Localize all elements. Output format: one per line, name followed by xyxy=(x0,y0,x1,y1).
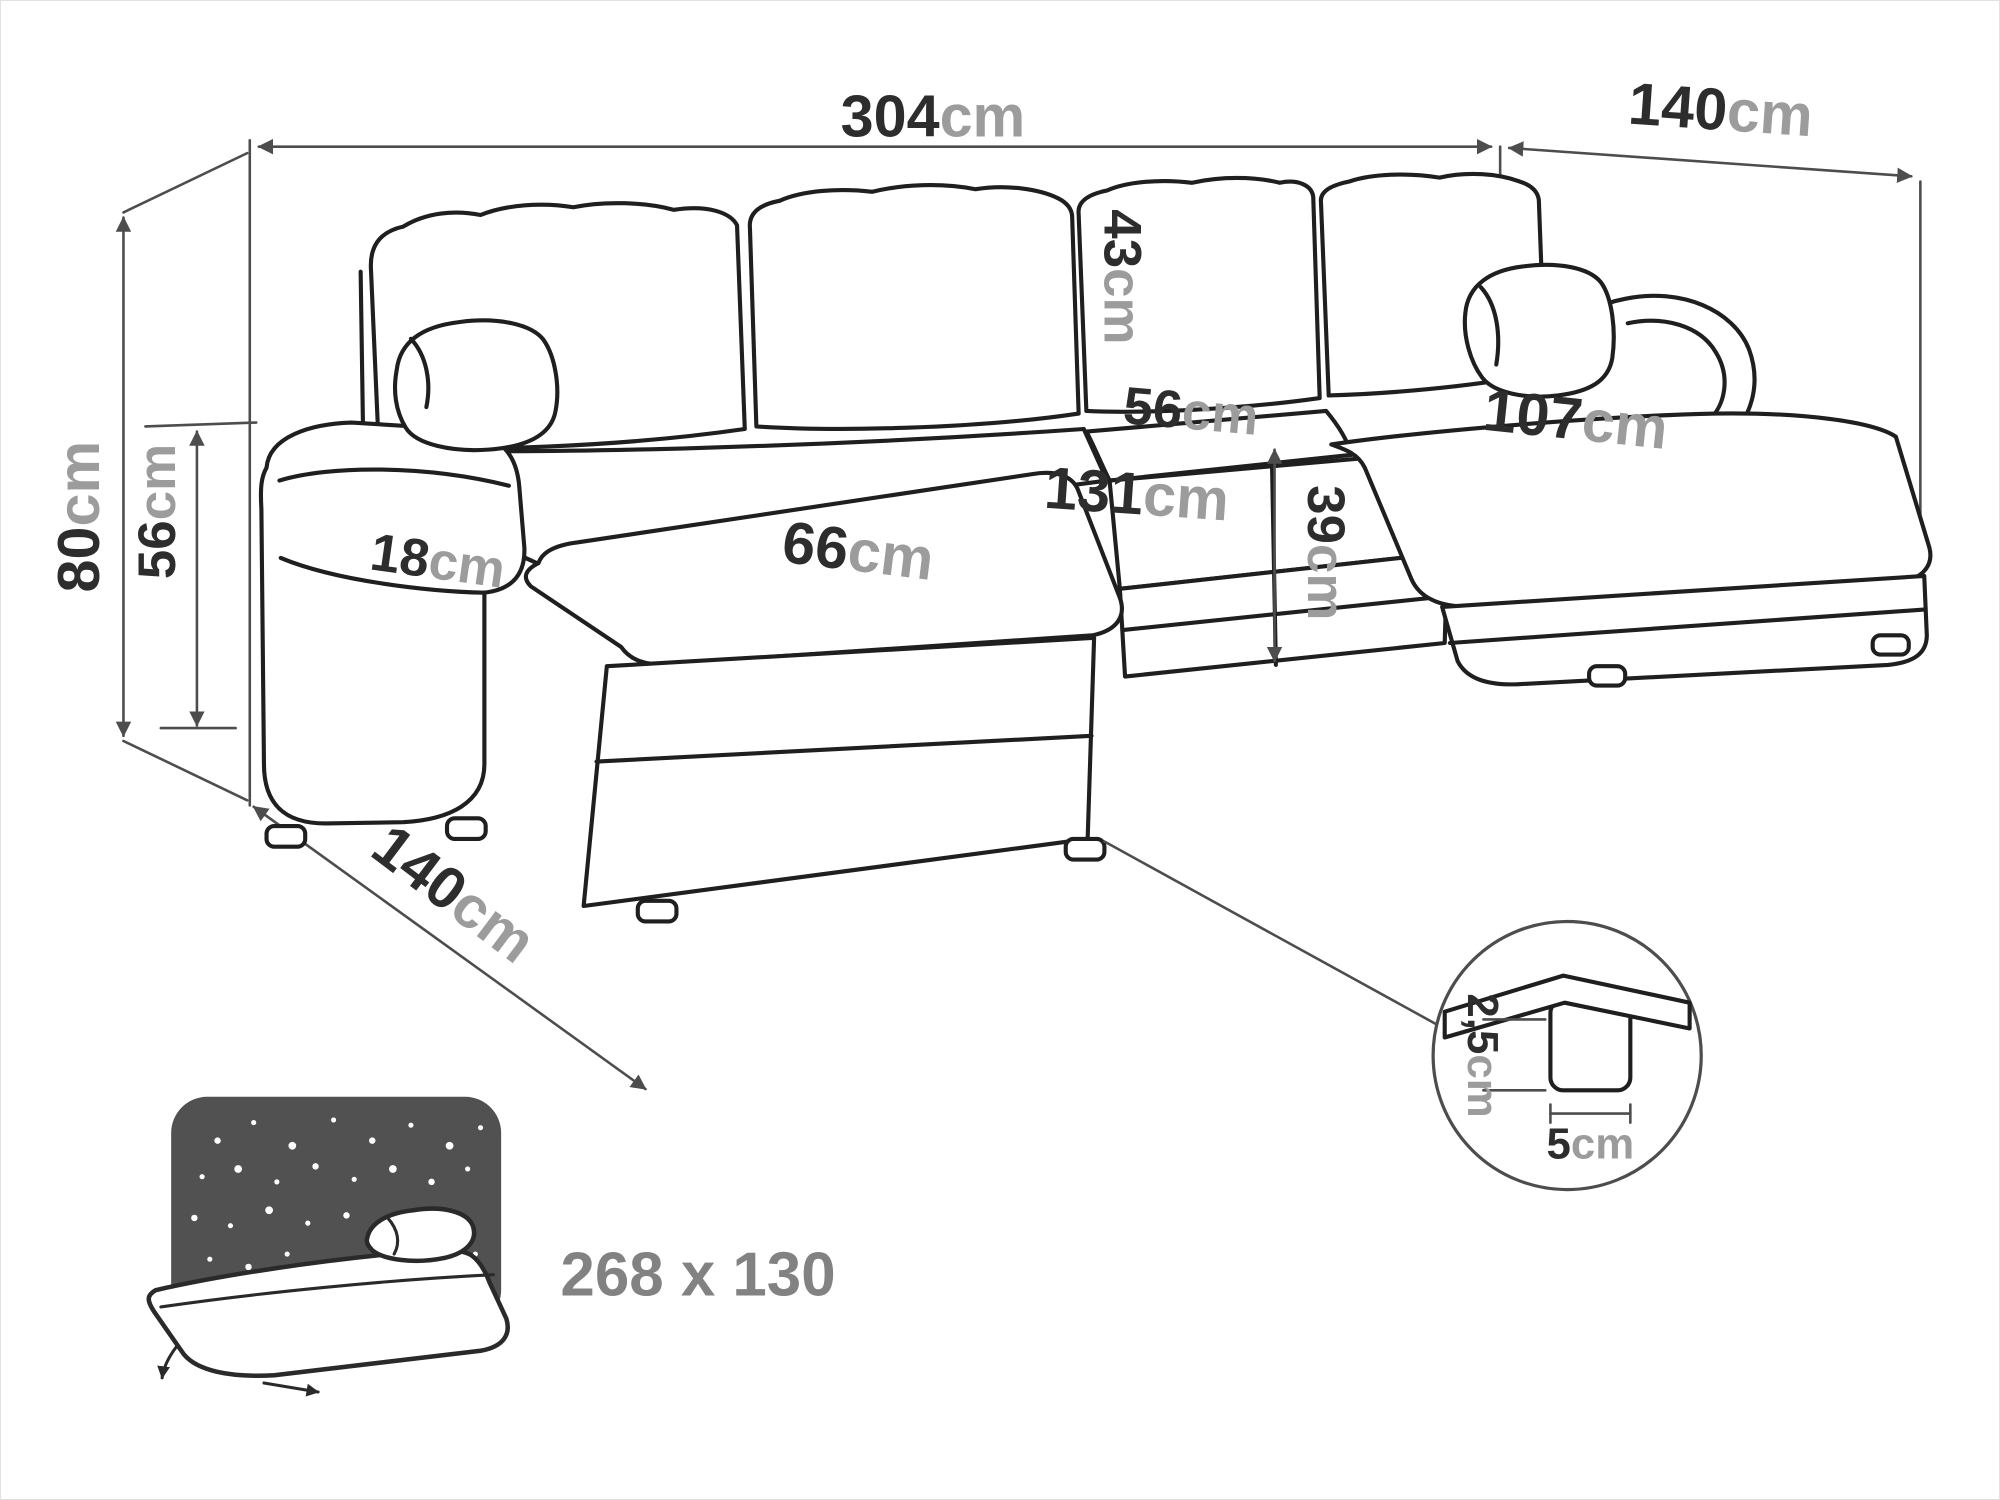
dimension-height-total: 80cm xyxy=(45,441,112,593)
sofa-foot xyxy=(1063,836,1107,862)
right-pillow-fold xyxy=(1478,285,1501,367)
back-left-edge xyxy=(358,269,366,444)
dimension-total-width: 304cm xyxy=(841,82,1026,149)
dimension-seat-height: 39cm xyxy=(1296,485,1355,620)
sofa-foot xyxy=(444,816,488,842)
dimension-chaise-left-width: 66cm xyxy=(779,508,938,593)
sofa-foot xyxy=(635,898,679,924)
right-chaise-seam xyxy=(1447,607,1928,646)
right-armrest-inner xyxy=(1625,318,1727,424)
sleeping-area-label: 268 x 130 xyxy=(560,1240,835,1309)
unfold-arrow-left xyxy=(157,1345,178,1380)
extension-line-top xyxy=(122,151,249,214)
right-chaise-front xyxy=(1440,573,1929,687)
dimension-height-armrest: 56cm xyxy=(128,444,187,579)
sofa-drawing xyxy=(258,171,1933,924)
dimension-back-cushion-height: 43cm xyxy=(1092,209,1151,344)
dimension-seat-depth-middle: 56cm xyxy=(1121,376,1261,447)
dimension-lines-behind xyxy=(115,138,1922,1091)
left-armrest-top-seam xyxy=(277,467,511,488)
mattress xyxy=(146,1248,510,1378)
right-throw-pillow xyxy=(1462,262,1616,399)
dimension-lines-front xyxy=(1103,448,1439,1026)
tick-armrest-top xyxy=(144,421,258,428)
leg-detail-magnifier-circle: 2,5cm 5cm xyxy=(1431,919,1703,1192)
back-cushion-3 xyxy=(1076,175,1322,414)
left-pillow-fold xyxy=(408,336,431,410)
left-chaise-base xyxy=(581,635,1097,909)
left-throw-pillow xyxy=(392,318,560,453)
mattress-pillow xyxy=(364,1206,477,1264)
right-chaise-seat xyxy=(1329,411,1933,609)
dimension-chaise-right-length: 107cm xyxy=(1480,376,1671,462)
detail-base-corner xyxy=(1442,973,1692,1040)
dimension-middle-seat-width: 131cm xyxy=(1042,454,1231,534)
extension-line-bottom xyxy=(122,739,249,802)
dim-line-depth-right xyxy=(1507,141,1913,184)
dimension-leg-width: 5cm xyxy=(1547,1120,1635,1169)
left-armrest xyxy=(258,420,527,826)
left-chaise-seam xyxy=(594,733,1094,764)
leg-detail-leader-line xyxy=(1103,840,1439,1026)
dimension-armrest-width: 18cm xyxy=(367,523,509,600)
sofa-foot xyxy=(1587,664,1628,688)
left-armrest-inner-seam xyxy=(278,555,487,595)
pillow-fold xyxy=(386,1216,400,1256)
dim-line-depth-left xyxy=(252,805,647,1091)
bed-night-stars-icon: 268 x 130 xyxy=(146,1096,836,1397)
unfold-arrow-bottom xyxy=(262,1381,320,1397)
middle-seat-seam xyxy=(1120,594,1446,633)
dimension-leg-height: 2,5cm xyxy=(1458,993,1507,1117)
left-chaise-cushion xyxy=(523,470,1124,667)
sofa-foot xyxy=(1870,633,1911,657)
mattress-seam xyxy=(159,1273,495,1309)
back-cushion-2 xyxy=(747,183,1081,431)
sofa-foot xyxy=(264,823,308,849)
dimension-depth-right: 140cm xyxy=(1626,70,1815,150)
